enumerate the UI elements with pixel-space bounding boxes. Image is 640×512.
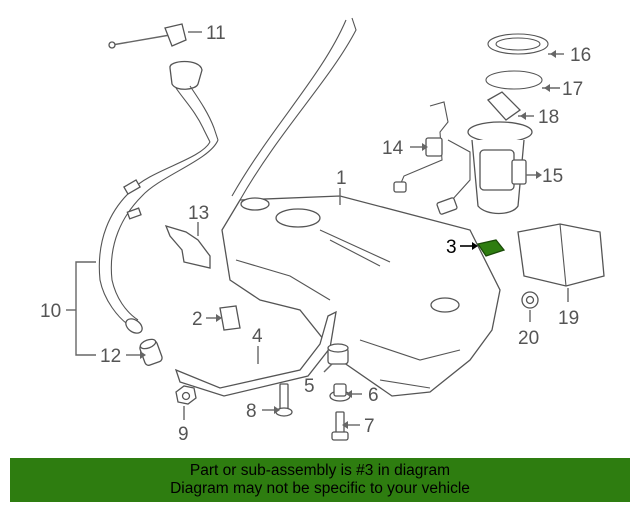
part-18-module [486,91,534,121]
part-13-bracket [164,222,211,269]
label-part-14: 14 [382,138,404,159]
label-part-7: 7 [364,416,375,437]
part-14-level-sender [393,101,471,215]
label-part-10: 10 [40,301,61,322]
part-10-filler-pipe [66,60,219,356]
label-part-1: 1 [336,168,347,189]
notice-line-1: Part or sub-assembly is #3 in diagram [189,462,451,479]
part-4-strap [174,310,337,397]
label-part-8: 8 [246,401,257,422]
parts-diagram: 11 16 17 18 14 15 1 13 3 10 2 19 20 4 12… [40,17,605,445]
part-3-shape [476,239,506,257]
part-17-seal [485,70,560,92]
label-part-4: 4 [252,326,263,347]
part-16-lock-ring [487,33,564,58]
label-part-13: 13 [188,203,209,224]
part-6-nut [329,383,362,402]
part-12-sleeve [126,338,163,366]
label-part-18: 18 [538,107,559,128]
label-part-11: 11 [206,23,226,44]
label-part-12: 12 [100,346,121,367]
part-7-bolt [331,411,360,441]
part-11-cap-tether [108,23,202,49]
label-part-9: 9 [178,424,189,445]
part-3-component [460,239,506,257]
part-9-nut [175,385,197,420]
notice-line-2: Diagram may not be specific to your vehi… [170,480,470,497]
label-part-5: 5 [304,376,315,397]
part-19-control-module [517,223,605,302]
part-2-pad [206,305,241,331]
part-8-bolt [262,383,293,417]
part-20-grommet [521,291,539,322]
label-part-20: 20 [518,328,539,349]
part-5-mount [323,343,349,373]
label-part-19: 19 [558,308,579,329]
part-15-pump-module [467,121,542,215]
label-part-15: 15 [542,166,563,187]
label-part-17: 17 [562,79,583,100]
notice-banner: Part or sub-assembly is #3 in diagram Di… [10,458,630,502]
label-part-3: 3 [446,237,457,258]
label-part-2: 2 [192,309,203,330]
part-1-fuel-tank [221,17,501,397]
label-part-16: 16 [570,45,591,66]
label-part-6: 6 [368,385,379,406]
